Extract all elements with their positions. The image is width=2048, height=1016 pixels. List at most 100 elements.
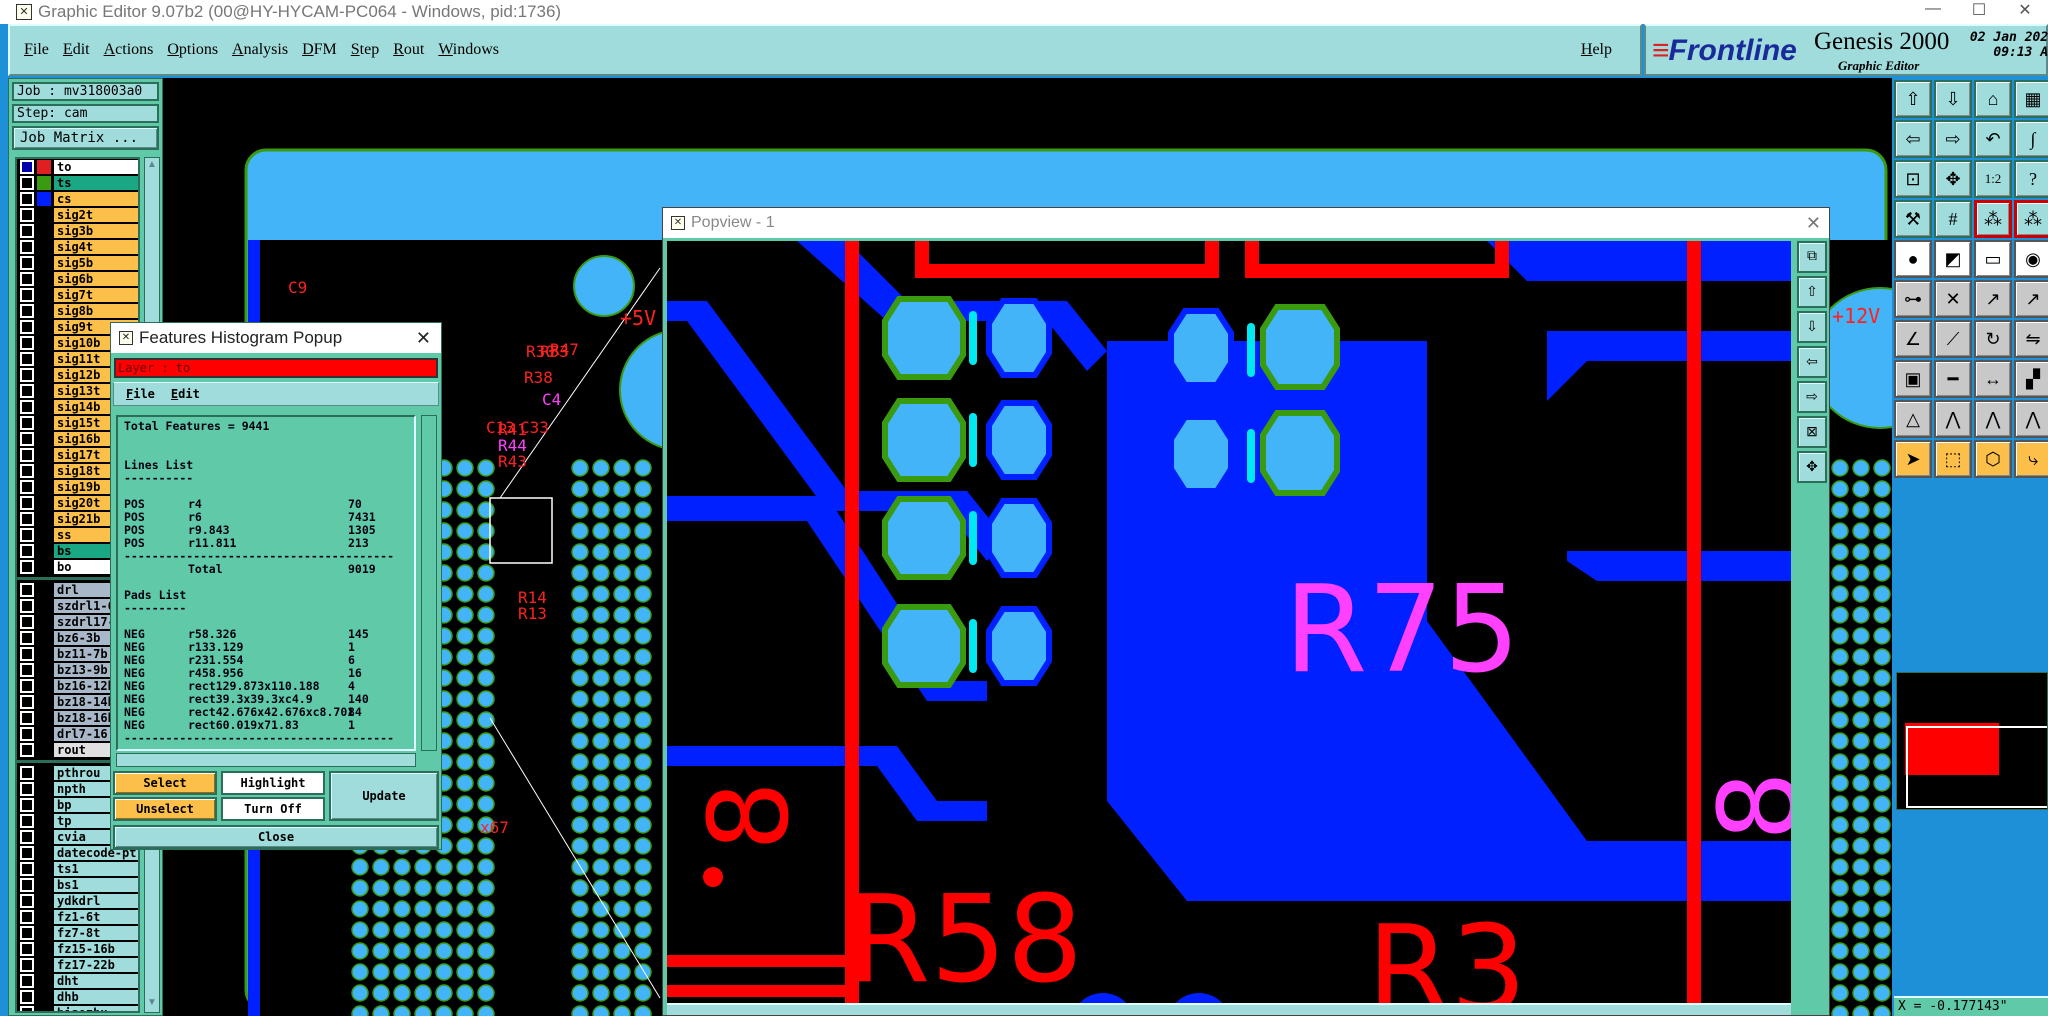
arc2-button[interactable]: ⋀ [1974, 400, 2012, 438]
layer-row[interactable]: sig8b [17, 303, 138, 319]
layer-checkbox[interactable] [19, 319, 35, 335]
layer-name[interactable]: to [54, 159, 138, 175]
layer-name[interactable]: fz7-8t [54, 925, 138, 941]
layer-name[interactable]: sig8b [54, 303, 138, 319]
grid-button[interactable]: # [1934, 200, 1972, 238]
layer-checkbox[interactable] [19, 223, 35, 239]
layer-color-swatch[interactable] [37, 352, 51, 366]
layer-checkbox[interactable] [19, 559, 35, 575]
scroll-down-icon[interactable]: ▼ [147, 997, 157, 1008]
layer-name[interactable]: dht [54, 973, 138, 989]
layer-checkbox[interactable] [19, 383, 35, 399]
pad-move-button[interactable]: ▣ [1894, 360, 1932, 398]
update-button[interactable]: Update [329, 771, 439, 821]
layer-checkbox[interactable] [19, 941, 35, 957]
report-hscrollbar[interactable] [116, 753, 416, 767]
popup-menu-edit[interactable]: Edit [170, 387, 200, 401]
layer-checkbox[interactable] [19, 287, 35, 303]
layer-name[interactable]: sig3b [54, 223, 138, 239]
popup-menu-file[interactable]: File [126, 387, 155, 401]
layer-checkbox[interactable] [19, 367, 35, 383]
layer-name[interactable]: fz1-6t [54, 909, 138, 925]
layer-checkbox[interactable] [19, 877, 35, 893]
layer-row[interactable]: biaozhu [17, 1005, 138, 1011]
layer-color-swatch[interactable] [37, 400, 51, 414]
layer-color-swatch[interactable] [37, 830, 51, 844]
layer-name[interactable]: sig6b [54, 271, 138, 287]
layer-color-swatch[interactable] [37, 256, 51, 270]
scale-1-2-button[interactable]: 1:2 [1974, 160, 2012, 198]
layer-color-swatch[interactable] [37, 384, 51, 398]
layer-checkbox[interactable] [19, 207, 35, 223]
layer-checkbox[interactable] [19, 527, 35, 543]
layer-name[interactable]: ts1 [54, 861, 138, 877]
layer-color-swatch[interactable] [37, 974, 51, 988]
maximize-button[interactable]: ☐ [1971, 2, 1987, 19]
layer-row[interactable]: sig2t [17, 207, 138, 223]
layer-color-swatch[interactable] [37, 336, 51, 350]
layer-color-swatch[interactable] [37, 782, 51, 796]
layer-name[interactable]: cs [54, 191, 138, 207]
layer-checkbox[interactable] [19, 582, 35, 598]
layer-row[interactable]: sig7t [17, 287, 138, 303]
tools-button[interactable]: ⚒ [1894, 200, 1932, 238]
line-move-button[interactable]: ⟋ [1934, 320, 1972, 358]
snap-button[interactable]: ∫ [2014, 120, 2048, 158]
layer-checkbox[interactable] [19, 662, 35, 678]
mirror-button[interactable]: ⇋ [2014, 320, 2048, 358]
home-button[interactable]: ⌂ [1974, 80, 2012, 118]
layer-checkbox[interactable] [19, 845, 35, 861]
help-button[interactable]: ? [2014, 160, 2048, 198]
layer-color-swatch[interactable] [37, 695, 51, 709]
menu-options[interactable]: Options [167, 41, 219, 58]
select-net-button[interactable]: ⤷ [2014, 440, 2048, 478]
close-icon[interactable]: ✕ [415, 327, 431, 348]
layer-checkbox[interactable] [19, 431, 35, 447]
layer-row[interactable]: bz13-9b [17, 662, 138, 678]
select-arrow-button[interactable]: ➤ [1894, 440, 1932, 478]
move-pad-button[interactable]: ◩ [1934, 240, 1972, 278]
layer-color-swatch[interactable] [37, 814, 51, 828]
connect-button[interactable]: ⊶ [1894, 280, 1932, 318]
popview-zoom-in-icon[interactable]: ⇧ [1797, 276, 1827, 308]
zoom-down-button[interactable]: ⇩ [1934, 80, 1972, 118]
layer-checkbox[interactable] [19, 255, 35, 271]
layer-row[interactable]: fz17-22b [17, 957, 138, 973]
popview-pan-left-icon[interactable]: ⇦ [1797, 346, 1827, 378]
layer-color-swatch[interactable] [37, 160, 51, 174]
menu-analysis[interactable]: Analysis [232, 41, 289, 58]
layer-checkbox[interactable] [19, 271, 35, 287]
layer-color-swatch[interactable] [37, 416, 51, 430]
layer-color-swatch[interactable] [37, 464, 51, 478]
layer-row[interactable]: fz15-16b [17, 941, 138, 957]
layer-color-swatch[interactable] [37, 448, 51, 462]
unselect-button[interactable]: Unselect [113, 797, 217, 821]
popview-pan-right-icon[interactable]: ⇨ [1797, 381, 1827, 413]
layer-color-swatch[interactable] [37, 942, 51, 956]
layer-row[interactable]: sig6b [17, 271, 138, 287]
layer-color-swatch[interactable] [37, 711, 51, 725]
pad-button[interactable]: ◉ [2014, 240, 2048, 278]
layer-color-swatch[interactable] [37, 647, 51, 661]
undo-view-button[interactable]: ↶ [1974, 120, 2012, 158]
layer-color-swatch[interactable] [37, 766, 51, 780]
arc-button[interactable]: ⋀ [1934, 400, 1972, 438]
layer-color-swatch[interactable] [37, 240, 51, 254]
measure-net-button[interactable]: ⁂ [1974, 200, 2012, 238]
close-button[interactable]: Close [113, 825, 439, 849]
layer-checkbox[interactable] [19, 415, 35, 431]
layer-row[interactable]: dht [17, 973, 138, 989]
menu-rout[interactable]: Rout [393, 41, 425, 58]
line-angle-button[interactable]: ∠ [1894, 320, 1932, 358]
layer-row[interactable]: cs [17, 191, 138, 207]
measure-net2-button[interactable]: ⁂ [2014, 200, 2048, 238]
popview-center-icon[interactable]: ✥ [1797, 451, 1827, 483]
layer-checkbox[interactable] [19, 742, 35, 758]
layer-color-swatch[interactable] [37, 990, 51, 1004]
layer-color-swatch[interactable] [37, 176, 51, 190]
menu-dfm[interactable]: DFM [302, 41, 337, 58]
layer-color-swatch[interactable] [37, 798, 51, 812]
popview-canvas[interactable]: R75 R58 R3 8 8 [667, 241, 1791, 1003]
layer-checkbox[interactable] [19, 781, 35, 797]
layer-checkbox[interactable] [19, 925, 35, 941]
